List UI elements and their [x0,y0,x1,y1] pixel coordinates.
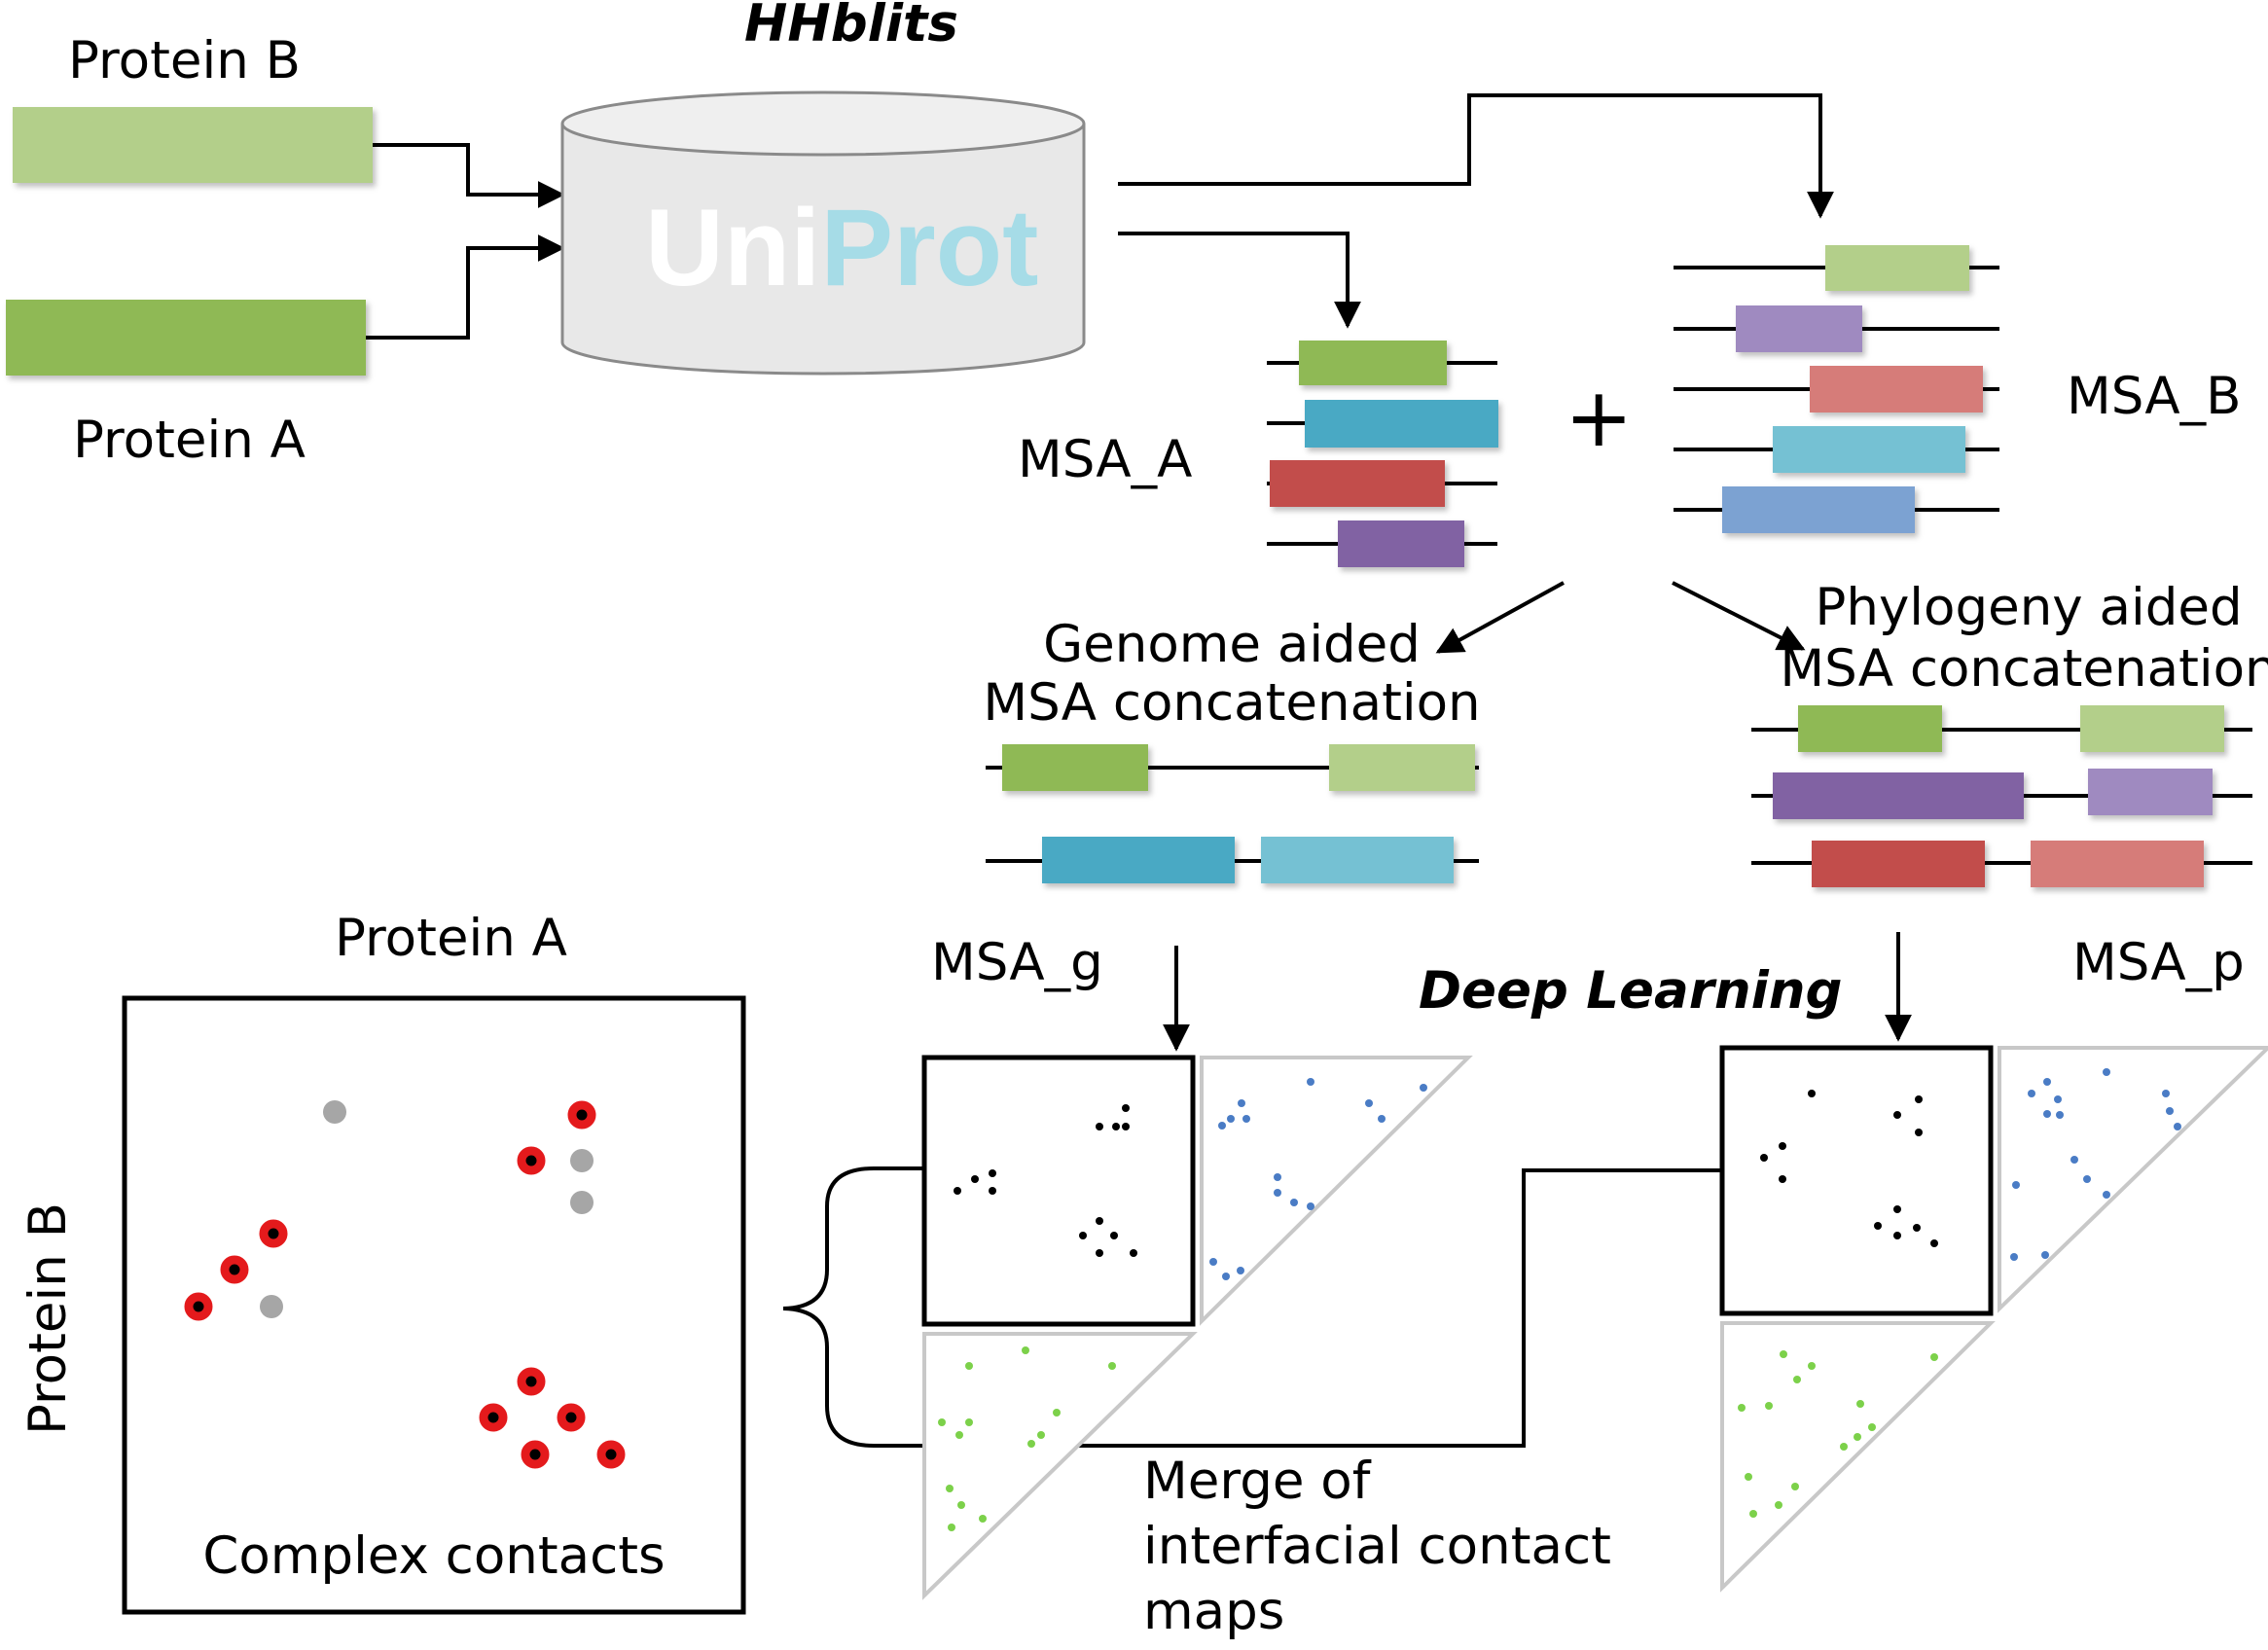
msa-p-alignment [1751,705,2252,887]
msa-p-intra-map-b [1720,1321,1996,1593]
msa-g-interfacial-map [921,1055,1196,1327]
protein-a-bar [6,300,366,376]
deep-learning-label: Deep Learning [1419,961,1842,1021]
uniprot-database-icon: UniProt [560,90,1086,376]
connector-protein-a [366,234,565,340]
merge-label-line3: maps [1143,1582,1284,1641]
msa-g-label: MSA_g [931,933,1103,992]
hhblits-title: HHblits [744,0,958,54]
connector-to-msa-a [1118,232,1361,329]
predicted-contact-points [184,1100,626,1469]
protein-a-label: Protein A [73,411,306,470]
protein-b-bar [13,107,373,183]
arrow-to-genome [1435,581,1565,654]
protein-b-axis-label: Protein B [18,1202,78,1435]
msa-g-alignment [986,744,1479,883]
merge-label: Merge of [1143,1452,1372,1511]
genome-aided-label: Genome aided [1043,615,1421,674]
msa-g-intra-map-a [1200,1056,1473,1326]
merge-label-line2: interfacial contact [1143,1517,1611,1576]
msa-a-alignment [1267,341,1498,567]
msa-a-label: MSA_A [1018,430,1192,489]
merge-brace-connector [782,1166,1720,1448]
complex-contact-map [122,995,746,1615]
protein-b-label: Protein B [68,31,301,90]
phylogeny-aided-label-line2: MSA concatenation [1780,639,2268,699]
genome-aided-label-line2: MSA concatenation [983,673,1480,733]
complex-contacts-label: Complex contacts [202,1526,665,1586]
protein-a-axis-label: Protein A [335,909,567,968]
arrow-to-phylogeny [1672,581,1806,651]
msa-b-label: MSA_B [2067,367,2241,426]
msa-p-label: MSA_p [2072,933,2245,992]
phylogeny-aided-label: Phylogeny aided [1815,578,2242,637]
plus-sign: + [1565,370,1633,465]
connector-protein-b [373,143,565,208]
msa-p-interfacial-map [1719,1045,1994,1316]
uniprot-logo: UniProt [645,187,1038,308]
msa-p-intra-map-a [1998,1046,2268,1313]
msa-b-alignment [1674,245,1999,533]
connector-to-msa-b [1118,93,1834,219]
msa-g-intra-map-b [922,1332,1198,1600]
